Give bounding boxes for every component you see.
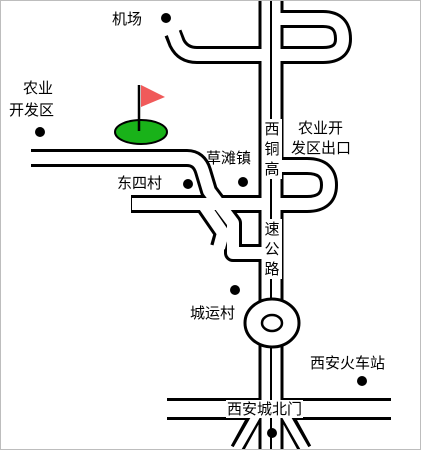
north-gate-label: 西安城北门: [226, 400, 304, 418]
agri-zone-label-line2: 开发区: [9, 101, 55, 119]
dongsi-connector-fill: [198, 200, 229, 250]
highway-label-char: 公: [264, 240, 280, 258]
highway-label-lower: 速 公 路: [262, 219, 282, 279]
highway-label-char: 路: [264, 260, 280, 278]
location-dot-icon: [183, 179, 193, 189]
agri-exit-label-line2: 发区出口: [291, 139, 352, 157]
airport-label: 机场: [112, 10, 143, 28]
railway-station-label: 西安火车站: [310, 354, 386, 372]
location-dot-icon: [357, 376, 367, 386]
agri-exit-label-line1: 农业开: [298, 119, 344, 137]
agri-exit-ramp-fill: [132, 160, 335, 210]
location-dot-icon: [230, 285, 240, 295]
highway-label-char: 高: [264, 160, 280, 178]
green-icon: [114, 119, 168, 145]
dongsi-label: 东四村: [116, 174, 164, 192]
highway-label-char: 速: [264, 220, 280, 238]
chengyun-label: 城运村: [190, 304, 236, 322]
flag-icon: [137, 85, 165, 131]
airport-ramp-fill: [167, 13, 349, 61]
location-dot-icon: [267, 428, 277, 438]
location-dot-icon: [35, 127, 45, 137]
highway-label-char: 西: [264, 120, 280, 138]
highway-label-upper: 西 铜 高: [262, 119, 282, 179]
highway-label-char: 铜: [264, 140, 280, 158]
roundabout-island: [260, 313, 284, 333]
caotan-label: 草滩镇: [206, 149, 252, 167]
location-dot-icon: [238, 177, 248, 187]
agri-zone-label-line1: 农业: [23, 79, 54, 97]
location-dot-icon: [161, 13, 171, 23]
west-road-fill: [30, 152, 271, 259]
